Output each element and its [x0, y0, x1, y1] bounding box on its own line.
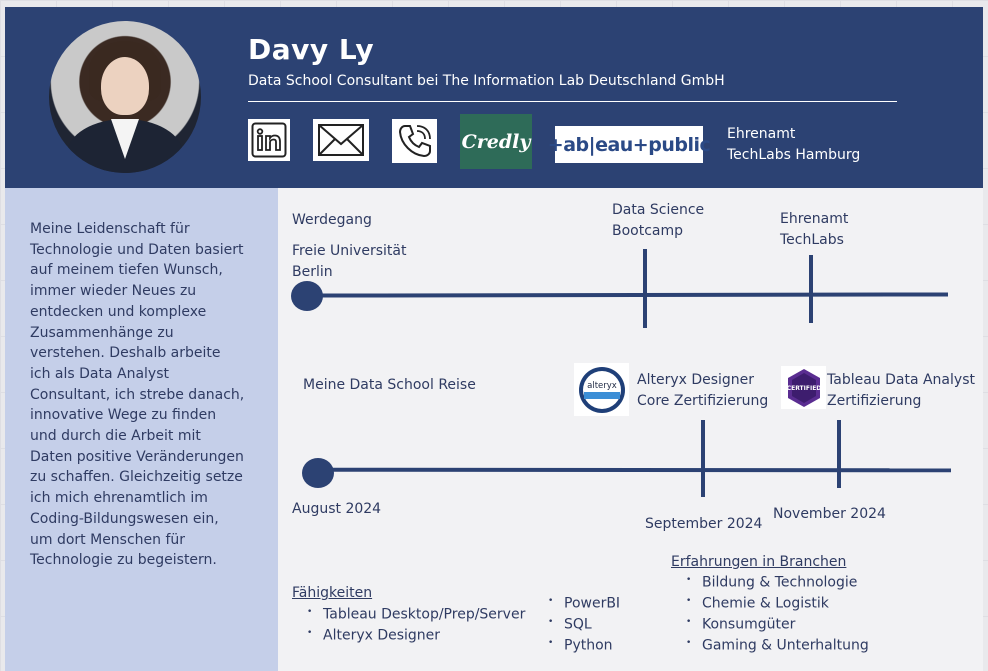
- linkedin-icon[interactable]: [248, 119, 290, 161]
- werdegang-milestone-techlabs: Ehrenamt TechLabs: [780, 209, 848, 250]
- branche-item: Gaming & Unterhaltung: [686, 635, 869, 656]
- alteryx-badge-label: alteryx: [587, 381, 617, 391]
- techlabs-line2: TechLabs: [780, 231, 844, 248]
- ehrenamt-line2: TechLabs Hamburg: [727, 147, 861, 163]
- ehrenamt-link[interactable]: Ehrenamt TechLabs Hamburg: [727, 124, 860, 166]
- werdegang-start-line2: Berlin: [292, 263, 333, 280]
- skill-item: Alteryx Designer: [307, 625, 525, 646]
- skill-item: PowerBI: [548, 593, 620, 614]
- tableau-date: November 2024: [773, 506, 886, 522]
- skills-list-1: Tableau Desktop/Prep/Server Alteryx Desi…: [307, 604, 525, 646]
- alteryx-date: September 2024: [645, 516, 763, 532]
- tableau-public-link[interactable]: +ab|eau+public: [548, 126, 711, 163]
- alteryx-badge: alteryx: [574, 363, 629, 416]
- werdegang-start-line1: Freie Universität: [292, 243, 407, 259]
- alteryx-line2: Core Zertifizierung: [637, 392, 769, 409]
- reise-milestone-alteryx: Alteryx Designer Core Zertifizierung: [637, 370, 768, 411]
- werdegang-milestone-bootcamp: Data Science Bootcamp: [612, 200, 704, 241]
- header-divider: [248, 101, 897, 102]
- reise-start-dot: [302, 458, 334, 488]
- alteryx-line1: Alteryx Designer: [637, 372, 755, 388]
- tableau-badge-label: CERTIFIED: [786, 385, 821, 392]
- werdegang-start-dot: [291, 281, 323, 311]
- bootcamp-line1: Data Science: [612, 202, 705, 218]
- skills-list-2: PowerBI SQL Python: [548, 593, 620, 656]
- reise-title: Meine Data School Reise: [303, 377, 476, 393]
- branche-item: Bildung & Technologie: [686, 572, 869, 593]
- profile-name: Davy Ly: [248, 33, 375, 66]
- skill-item: Python: [548, 635, 620, 656]
- skill-item: Tableau Desktop/Prep/Server: [307, 604, 525, 625]
- alteryx-tick: [701, 420, 705, 497]
- tableau-tick: [837, 420, 841, 488]
- skill-item: SQL: [548, 614, 620, 635]
- techlabs-tick: [809, 255, 813, 323]
- skills-title: Fähigkeiten: [292, 585, 373, 601]
- werdegang-start: Freie Universität Berlin: [292, 241, 406, 282]
- about-text: Meine Leidenschaft für Technologie und D…: [30, 221, 245, 569]
- branche-item: Konsumgüter: [686, 614, 869, 635]
- branchen-list: Bildung & Technologie Chemie & Logistik …: [686, 572, 869, 656]
- reise-milestone-tableau: Tableau Data Analyst Zertifizierung: [827, 370, 975, 411]
- phone-icon[interactable]: [392, 119, 437, 163]
- bootcamp-line2: Bootcamp: [612, 222, 684, 239]
- reise-timeline: [329, 467, 952, 473]
- tableau-cert-line1: Tableau Data Analyst: [827, 372, 975, 388]
- about-sidebar: [5, 188, 278, 671]
- techlabs-line1: Ehrenamt: [780, 211, 849, 227]
- reise-start-date: August 2024: [292, 501, 382, 517]
- avatar: [49, 21, 201, 173]
- branche-item: Chemie & Logistik: [686, 593, 869, 614]
- credly-link[interactable]: Credly: [460, 114, 532, 169]
- ehrenamt-line1: Ehrenamt: [727, 126, 796, 142]
- mail-icon[interactable]: [313, 119, 369, 161]
- tableau-badge: CERTIFIED: [781, 366, 826, 409]
- werdegang-title: Werdegang: [292, 212, 372, 228]
- tableau-cert-line2: Zertifizierung: [827, 392, 922, 409]
- profile-role: Data School Consultant bei The Informati…: [248, 73, 725, 89]
- bootcamp-tick: [643, 249, 647, 328]
- branchen-title: Erfahrungen in Branchen: [671, 554, 847, 570]
- tableau-public-label: +ab|eau+public: [547, 133, 711, 156]
